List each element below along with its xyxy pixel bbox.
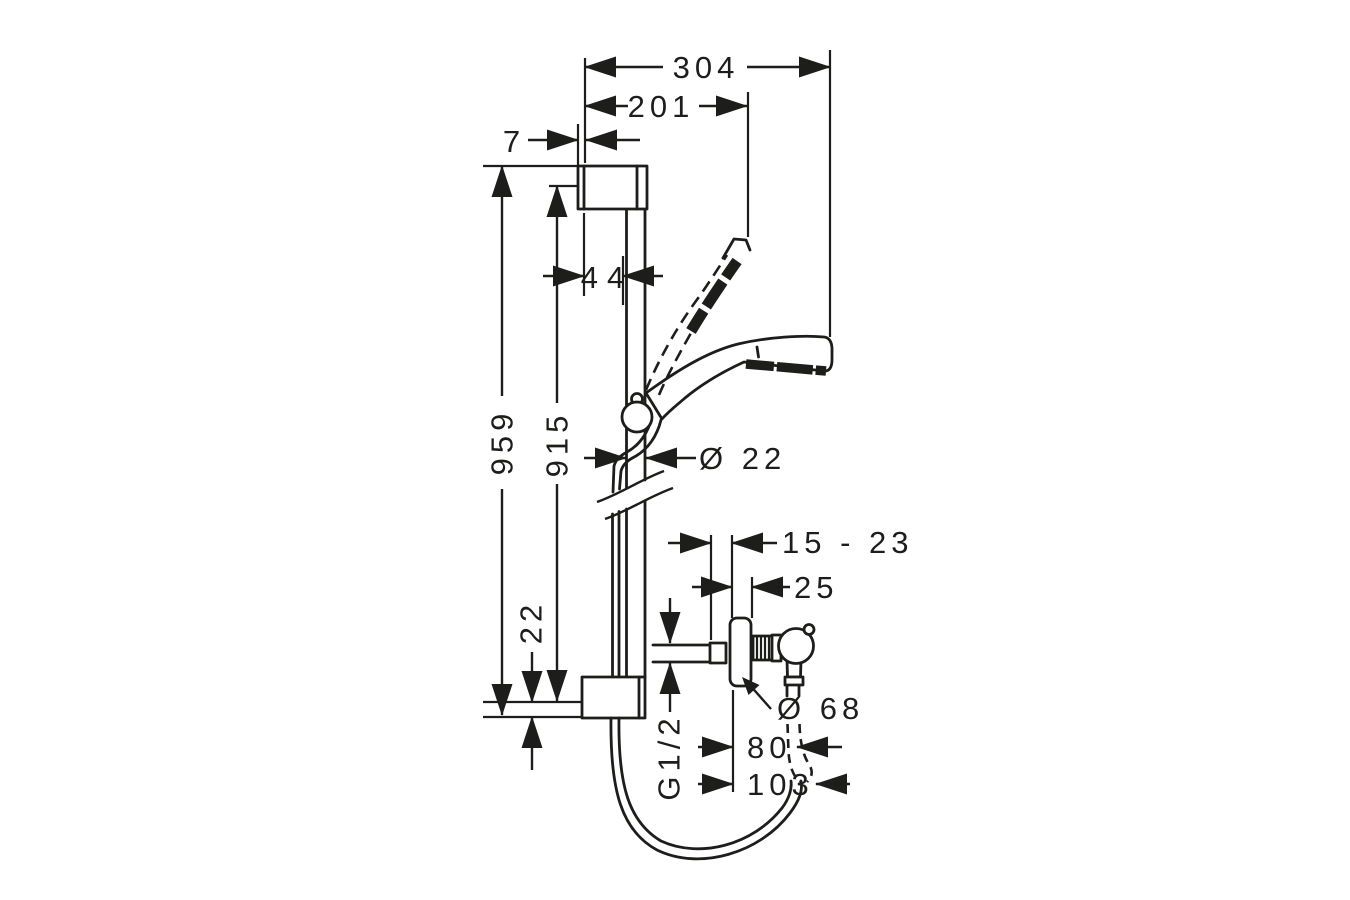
slider-knob <box>620 400 654 434</box>
dim-label-103: 103 <box>747 767 814 802</box>
dim-label-22: 22 <box>514 600 549 644</box>
extension-lines <box>483 50 832 792</box>
hand-shower <box>644 334 834 421</box>
bottom-bracket <box>580 675 647 720</box>
dim-label-201: 201 <box>628 89 695 124</box>
shower-valve <box>651 616 816 688</box>
dim-label-15-23: 15 - 23 <box>782 525 914 560</box>
leader-escutcheon-diameter <box>742 677 772 710</box>
dim-label-rail-diameter: Ø 22 <box>699 441 786 476</box>
rail-break-symbol <box>596 469 674 521</box>
dimension-labels: 304 201 7 44 Ø 22 959 915 22 15 - 23 25 … <box>485 50 914 802</box>
dim-label-959: 959 <box>485 409 520 476</box>
alt-spray-face <box>686 243 752 334</box>
hand-shower-alt-position <box>644 237 752 396</box>
threaded-section <box>751 634 774 662</box>
dim-label-7: 7 <box>503 124 525 159</box>
top-bracket <box>576 164 649 211</box>
dim-label-915: 915 <box>540 411 575 478</box>
dim-label-escutcheon-diameter: Ø 68 <box>777 691 864 726</box>
dim-label-80: 80 <box>747 730 791 765</box>
escutcheon <box>728 616 753 688</box>
dim-label-44: 44 <box>581 260 633 295</box>
dimension-lines <box>491 56 850 795</box>
spray-face <box>745 359 827 376</box>
dim-label-25: 25 <box>794 570 838 605</box>
dim-label-304: 304 <box>673 50 740 85</box>
slider-holder <box>620 392 654 434</box>
alt-head-tip <box>721 237 752 260</box>
adjustment-sleeve <box>708 641 728 665</box>
valve-handle-nub <box>802 623 816 636</box>
hose-nut <box>783 675 805 687</box>
dim-label-g12: G1/2 <box>652 713 687 800</box>
valve-handle <box>777 627 815 665</box>
